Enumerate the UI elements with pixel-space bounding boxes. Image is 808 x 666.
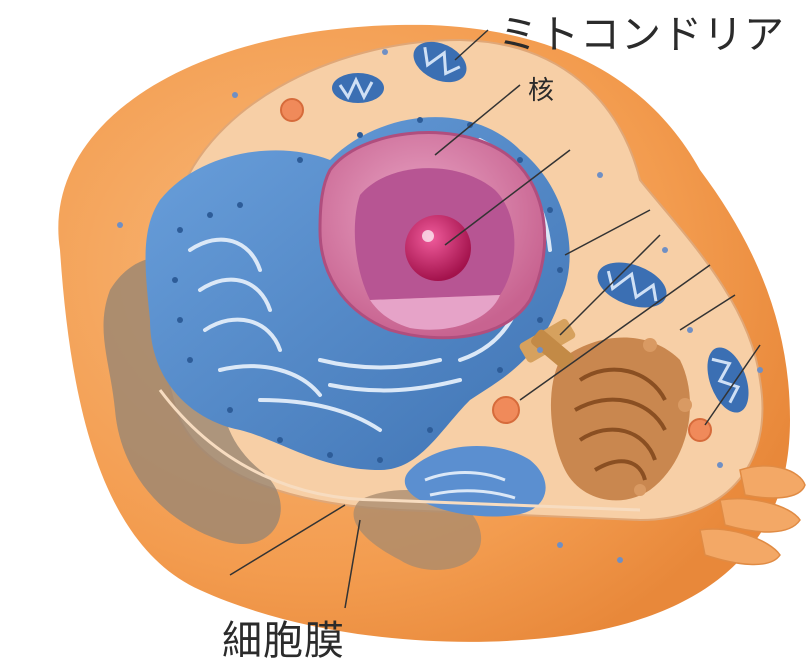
nucleolus xyxy=(405,215,471,281)
nucleolus-highlight xyxy=(422,230,434,242)
label-nucleus: 核 xyxy=(528,70,554,107)
mitochondrion-2 xyxy=(332,73,384,103)
label-cell-membrane: 細胞膜 xyxy=(222,608,345,666)
lysosome-2 xyxy=(493,397,519,423)
label-mitochondria: ミトコンドリア xyxy=(498,2,785,60)
lysosome-1 xyxy=(281,99,303,121)
